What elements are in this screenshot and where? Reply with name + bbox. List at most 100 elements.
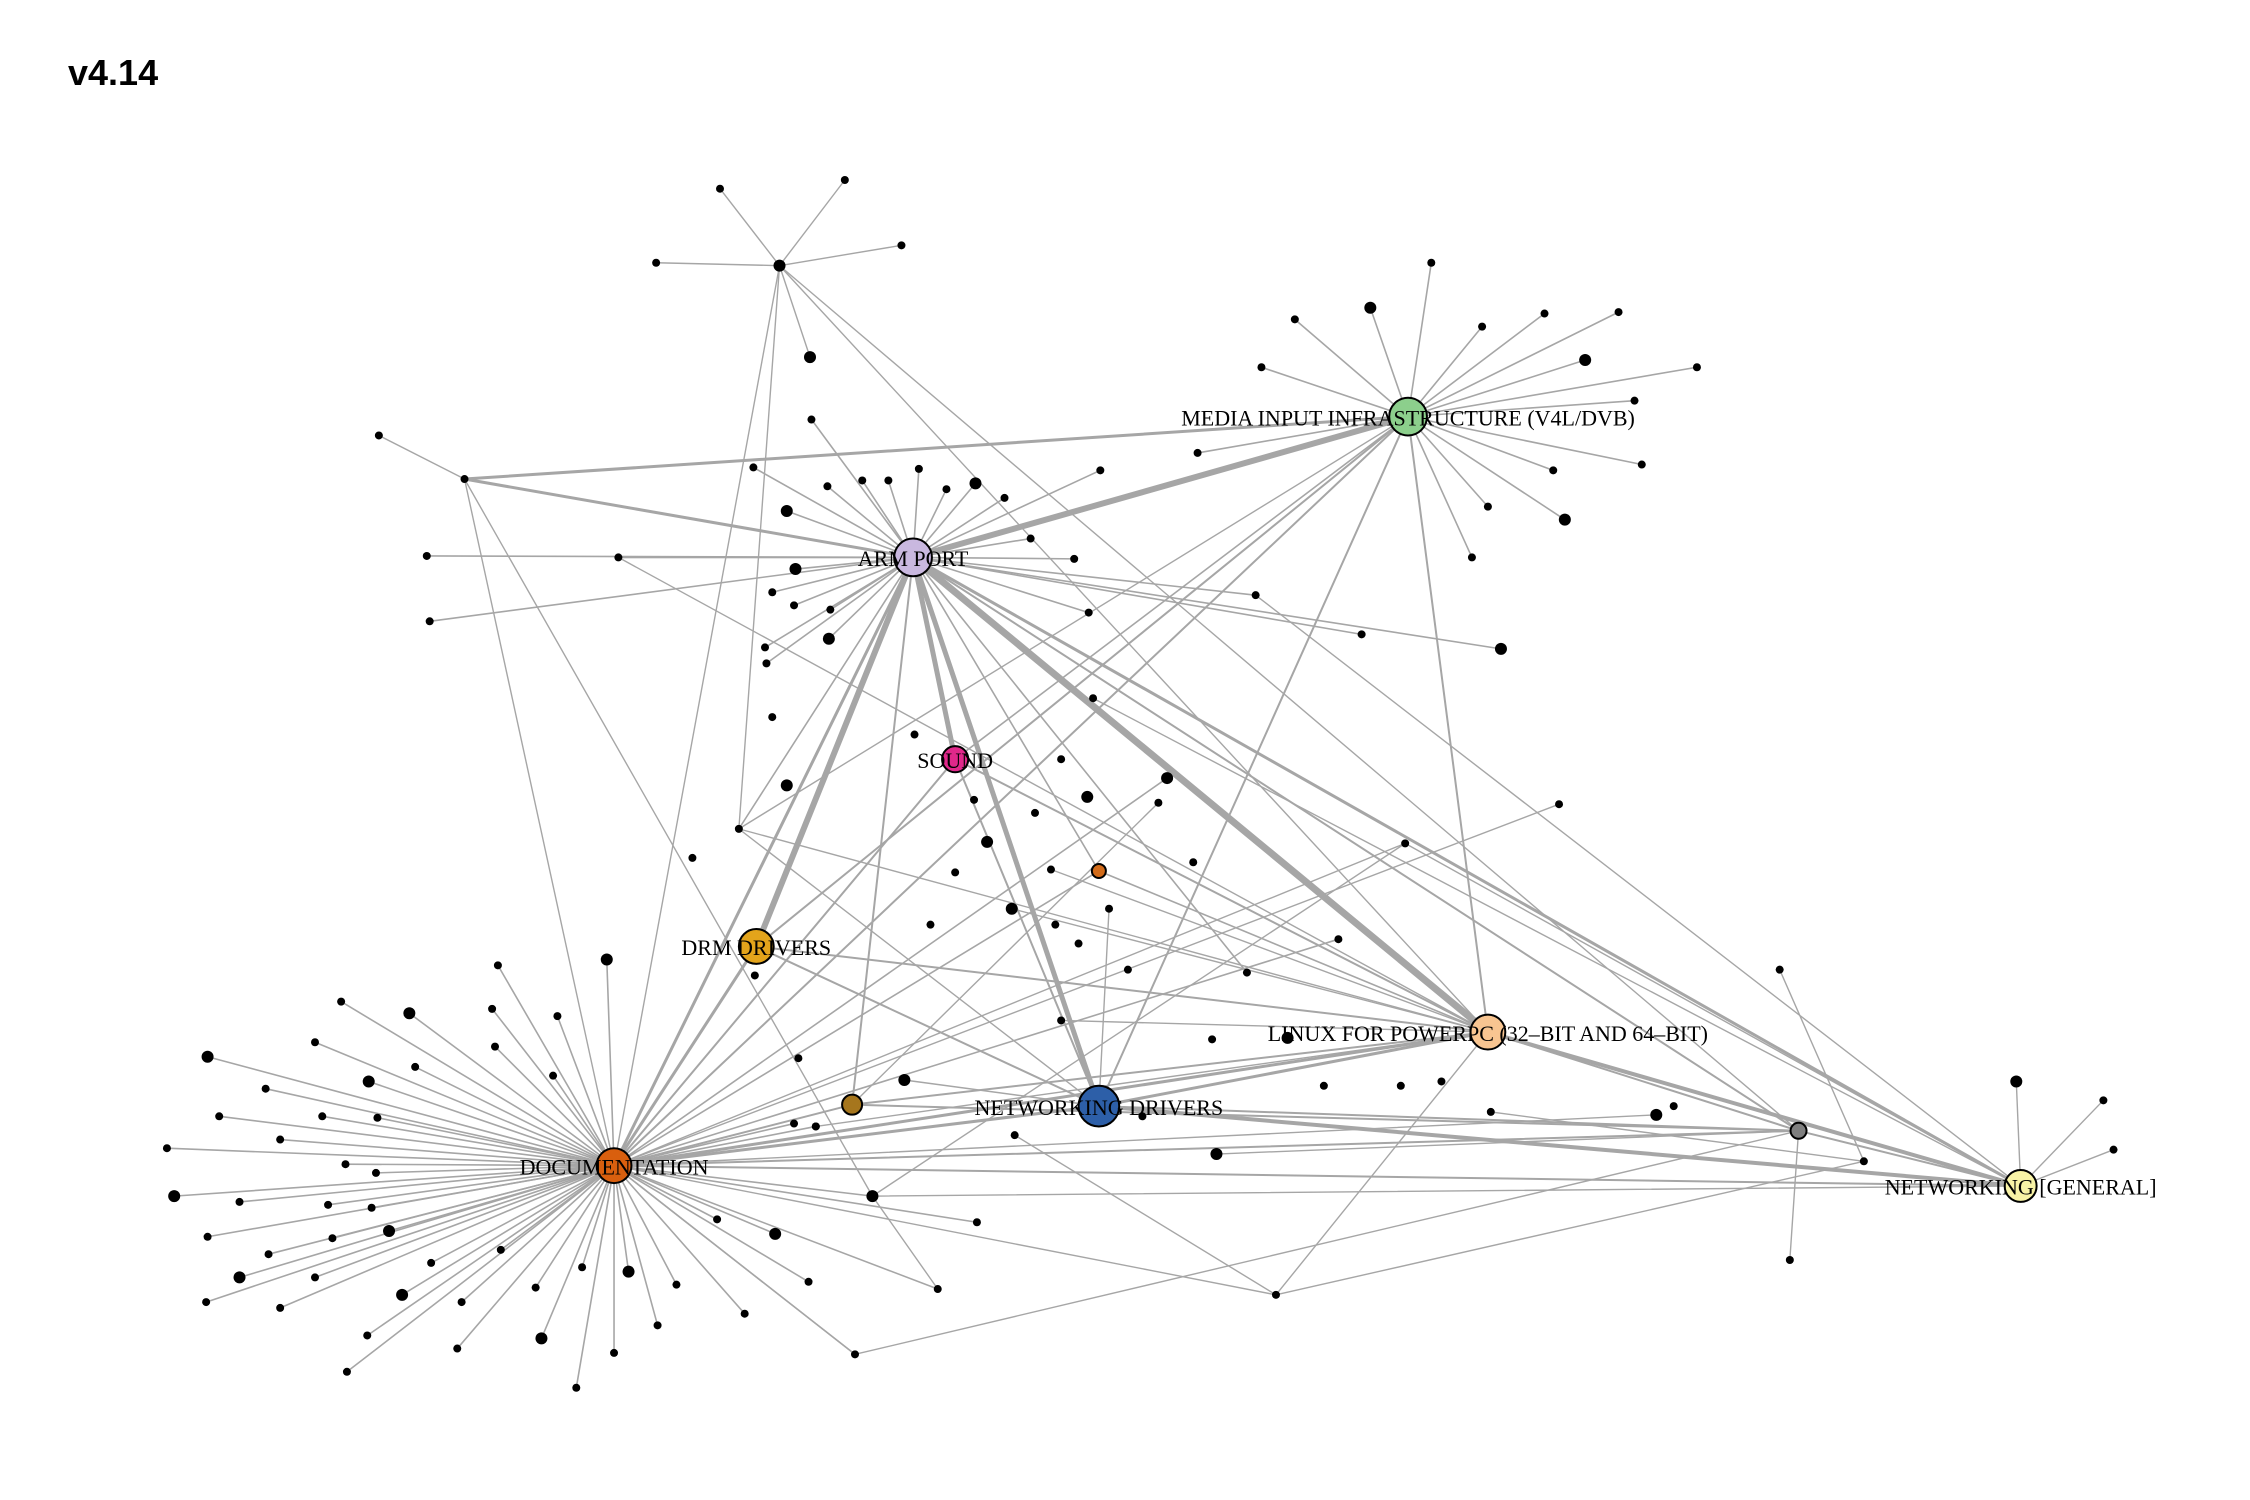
graph-edge [871, 1195, 939, 1290]
hub-node-netgen [2003, 1169, 2038, 1203]
graph-edge [463, 415, 1410, 481]
graph-edge [793, 556, 914, 607]
graph-node [1105, 904, 1114, 913]
graph-edge [612, 944, 758, 1168]
graph-edge [753, 554, 917, 950]
graph-edge [613, 264, 781, 1167]
graph-edge [613, 1164, 810, 1283]
graph-edge [778, 244, 903, 267]
hub-node-sound [941, 745, 970, 774]
graph-node [311, 1273, 319, 1282]
graph-node [1486, 1107, 1495, 1116]
graph-edge [613, 1164, 1277, 1296]
graph-node [914, 464, 923, 473]
graph-node-brown [841, 1093, 864, 1116]
graph-edge [408, 1012, 615, 1167]
graph-edge [238, 1164, 615, 1203]
graph-edge [755, 945, 1100, 1108]
graph-edge [613, 1164, 939, 1290]
graph-edge [755, 945, 1489, 1034]
graph-node [342, 1367, 351, 1376]
graph-node [1859, 1157, 1868, 1166]
graph-edge [556, 1015, 615, 1167]
graph-edge [1050, 868, 1489, 1033]
graph-edge [613, 1164, 2022, 1187]
graph-node [933, 1285, 942, 1294]
graph-edge [613, 1164, 746, 1315]
graph-node [951, 868, 960, 877]
graph-node [1319, 1081, 1328, 1090]
graph-edge [912, 556, 1363, 636]
graph-node [1785, 1256, 1794, 1264]
graph-node [1189, 858, 1198, 867]
graph-node [493, 961, 502, 970]
graph-node [790, 1119, 799, 1128]
graph-node [688, 853, 697, 862]
graph-node [1401, 839, 1410, 848]
page-title: v4.14 [68, 52, 159, 93]
graph-node [2109, 1145, 2118, 1154]
graph-edge [912, 556, 1257, 596]
graph-edge [909, 553, 1492, 1036]
graph-edge [1404, 842, 2022, 1187]
graph-node [341, 1160, 350, 1169]
graph-node [840, 176, 849, 184]
graph-edge [366, 1164, 615, 1337]
graph-node [1290, 315, 1299, 324]
graph-node [780, 779, 793, 792]
graph-node [453, 1344, 462, 1353]
graph-node [981, 835, 994, 848]
graph-node [264, 1250, 273, 1259]
graph-node [713, 1215, 722, 1224]
graph-edge [738, 415, 1409, 830]
graph-node [460, 475, 469, 484]
graph-node [1208, 1035, 1217, 1044]
graph-edge [331, 1164, 615, 1240]
graph-edge [613, 1164, 978, 1224]
graph-node [750, 971, 759, 980]
graph-edge [540, 1164, 615, 1340]
graph-edge [810, 418, 914, 559]
graph-edge [613, 777, 1168, 1167]
graph-edge [575, 1164, 615, 1389]
hub-node-doc [595, 1147, 633, 1185]
graph-edge [1215, 1130, 1800, 1155]
graph-node [614, 553, 623, 562]
graph-node [910, 730, 919, 739]
graph-edge [1097, 415, 1410, 1108]
graph-node [1357, 630, 1366, 639]
graph-edge [494, 1045, 615, 1167]
graph-node [1555, 800, 1564, 809]
graph-edge [851, 802, 1160, 1106]
graph-edge [1260, 366, 1409, 418]
graph-edge [613, 1164, 776, 1235]
graph-node [600, 953, 613, 966]
graph-node [396, 1288, 409, 1301]
graph-edge [613, 415, 1410, 1167]
hub-label-ppc: LINUX FOR POWERPC (32–BIT AND 64–BIT) [1268, 1021, 1708, 1046]
graph-node [203, 1232, 212, 1241]
graph-node [1483, 502, 1492, 511]
graph-node [373, 1113, 382, 1122]
graph-edge [612, 1030, 1490, 1168]
graph-node [926, 920, 935, 929]
graph-node [261, 1084, 270, 1093]
graph-node [1630, 396, 1639, 405]
graph-edge [1407, 415, 1643, 466]
graph-edge [1275, 1031, 1489, 1296]
graph-edge [912, 469, 1102, 559]
graph-node [1031, 808, 1039, 817]
graph-edge [1407, 261, 1433, 418]
graph-node [276, 1303, 285, 1312]
graph-edge [912, 556, 1100, 872]
graph-edge [279, 1164, 615, 1309]
graph-edge [738, 828, 1489, 1033]
graph-node [363, 1331, 372, 1340]
hubs-layer [595, 396, 2038, 1203]
graph-node [403, 1007, 416, 1020]
graph-node [2010, 1075, 2023, 1088]
graph-edge [314, 1041, 615, 1167]
graph-node [773, 259, 786, 272]
hub-label-sound: SOUND [917, 748, 993, 773]
graph-node [851, 1350, 859, 1359]
